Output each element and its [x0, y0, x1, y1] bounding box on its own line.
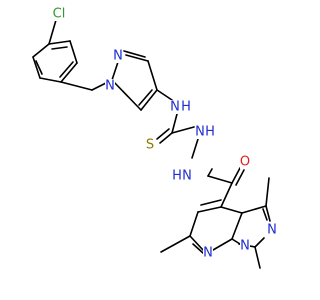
- bond: [69, 40, 78, 64]
- bond: [212, 238, 233, 251]
- label-halo: [113, 49, 123, 63]
- bond: [220, 182, 233, 208]
- pyrazole-nitrogen-label: N: [240, 239, 250, 254]
- hydrazine-nitrogen-label: N: [195, 125, 205, 140]
- bond: [192, 243, 204, 254]
- bond: [60, 62, 78, 83]
- label-halo: [267, 223, 277, 237]
- thiourea-nitrogen-label: N: [170, 100, 180, 115]
- label-halo: [170, 100, 180, 114]
- bond: [189, 235, 204, 251]
- label-backgrounds: [51, 7, 277, 260]
- sulfur-atom-label: S: [146, 138, 154, 153]
- label-halo: [172, 169, 182, 183]
- atom-labels: Cl N N N H S N H N H O N N N: [53, 7, 277, 261]
- pyrazole-nitrogen-label: N: [105, 79, 115, 94]
- label-halo: [203, 246, 213, 260]
- bond: [197, 206, 222, 213]
- bond: [265, 177, 270, 207]
- hydrogen-label: H: [181, 100, 191, 115]
- bond: [156, 89, 173, 101]
- molecule-structure: Cl N N N H S N H N H O N N N: [32, 7, 277, 269]
- bond: [147, 60, 158, 91]
- bond: [140, 89, 158, 111]
- bond: [171, 126, 195, 134]
- bond: [254, 246, 261, 269]
- bond: [265, 205, 271, 222]
- bond: [235, 169, 245, 186]
- label-halo: [195, 125, 205, 139]
- label-halo: [205, 125, 215, 139]
- bond: [241, 205, 267, 214]
- bond: [138, 89, 153, 106]
- label-halo: [181, 100, 191, 114]
- label-halo: [240, 239, 250, 253]
- bond: [160, 235, 191, 253]
- bond: [191, 138, 199, 159]
- bond: [60, 81, 93, 91]
- bond: [59, 61, 74, 78]
- hydrazine-nitrogen-label: N: [182, 169, 192, 184]
- bond: [123, 50, 146, 58]
- bond: [48, 19, 57, 45]
- bond: [125, 54, 149, 62]
- label-halo: [105, 79, 115, 93]
- label-halo: [51, 7, 67, 21]
- bond: [32, 56, 41, 79]
- chlorine-atom-label: Cl: [53, 7, 66, 22]
- bond: [207, 175, 233, 184]
- bond: [39, 77, 62, 83]
- bond: [35, 60, 43, 75]
- pyridine-nitrogen-label: N: [203, 246, 213, 261]
- bond: [51, 46, 68, 50]
- bond: [231, 238, 241, 245]
- hydrogen-label: H: [172, 169, 182, 184]
- bond: [156, 128, 170, 140]
- pyrazole-nitrogen-label: N: [267, 223, 277, 238]
- label-halo: [145, 138, 155, 152]
- bond: [220, 206, 243, 214]
- label-halo: [240, 155, 250, 169]
- bond: [48, 40, 71, 45]
- bond: [231, 167, 241, 184]
- bond: [231, 212, 243, 240]
- label-halo: [182, 169, 192, 183]
- carbonyl-oxygen-label: O: [240, 155, 250, 170]
- bond: [262, 208, 268, 221]
- bond: [171, 113, 178, 134]
- bonds: [32, 19, 271, 269]
- bond: [254, 237, 265, 248]
- pyrazole-nitrogen-label: N: [113, 49, 123, 64]
- bond: [111, 79, 142, 111]
- bond: [32, 43, 50, 58]
- hydrogen-label: H: [205, 125, 215, 140]
- bond: [200, 199, 222, 206]
- bond: [207, 168, 213, 177]
- bond: [189, 211, 199, 237]
- bond: [159, 132, 173, 144]
